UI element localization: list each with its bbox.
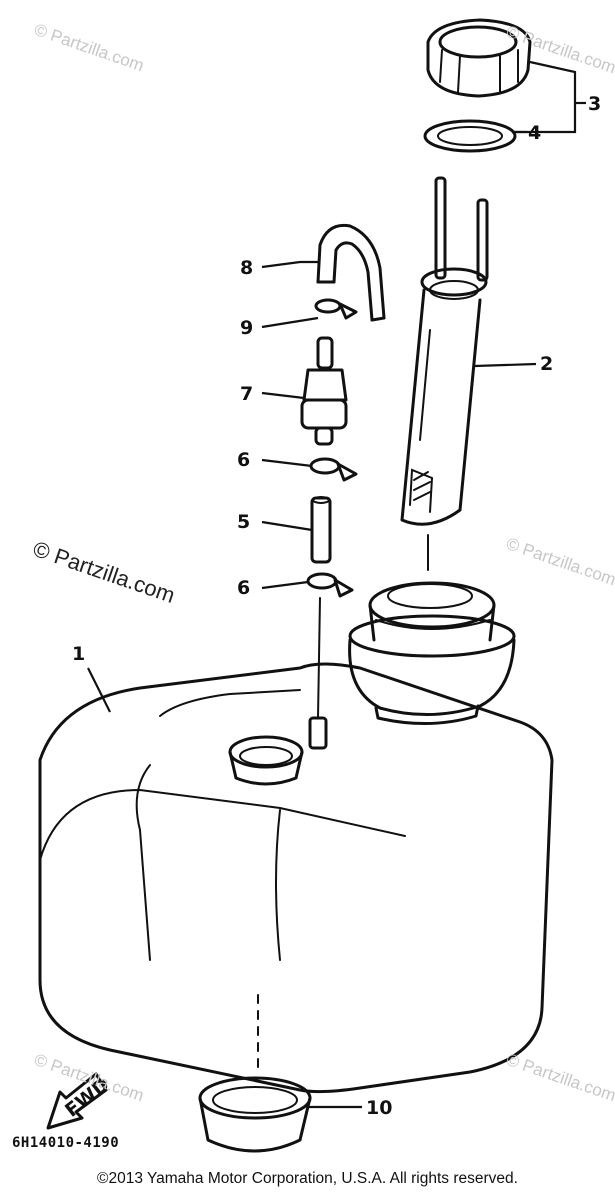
fuel-cap-part[interactable] bbox=[426, 18, 532, 98]
callout-5: 5 bbox=[237, 511, 250, 533]
callout-8: 8 bbox=[240, 257, 253, 279]
fuel-tank-part[interactable] bbox=[38, 581, 554, 1094]
callout-6a: 6 bbox=[237, 449, 250, 471]
fuel-pickup-part[interactable] bbox=[400, 176, 489, 526]
cap-gasket-part[interactable] bbox=[423, 119, 517, 153]
hose-clip-part[interactable] bbox=[314, 298, 358, 320]
diagram-part-code: 6H14010-4190 bbox=[12, 1135, 120, 1151]
callout-9: 9 bbox=[240, 317, 253, 339]
copyright-notice: ©2013 Yamaha Motor Corporation, U.S.A. A… bbox=[97, 1170, 518, 1187]
callout-1: 1 bbox=[72, 643, 85, 665]
callout-leaders bbox=[87, 60, 586, 1109]
callout-3: 3 bbox=[588, 93, 601, 115]
tank-bottom-cap-part[interactable] bbox=[198, 1076, 312, 1153]
hose-clip-lower-part[interactable] bbox=[306, 572, 354, 598]
fuel-filter-part[interactable] bbox=[300, 336, 348, 446]
callout-7: 7 bbox=[240, 383, 253, 405]
vent-hose-part[interactable] bbox=[316, 223, 386, 322]
callout-6b: 6 bbox=[237, 577, 250, 599]
callout-4: 4 bbox=[528, 122, 541, 144]
callout-10: 10 bbox=[366, 1097, 392, 1119]
callout-2: 2 bbox=[540, 353, 553, 375]
fuel-hose-part[interactable] bbox=[310, 496, 332, 564]
hose-clip-upper-part[interactable] bbox=[309, 457, 358, 482]
